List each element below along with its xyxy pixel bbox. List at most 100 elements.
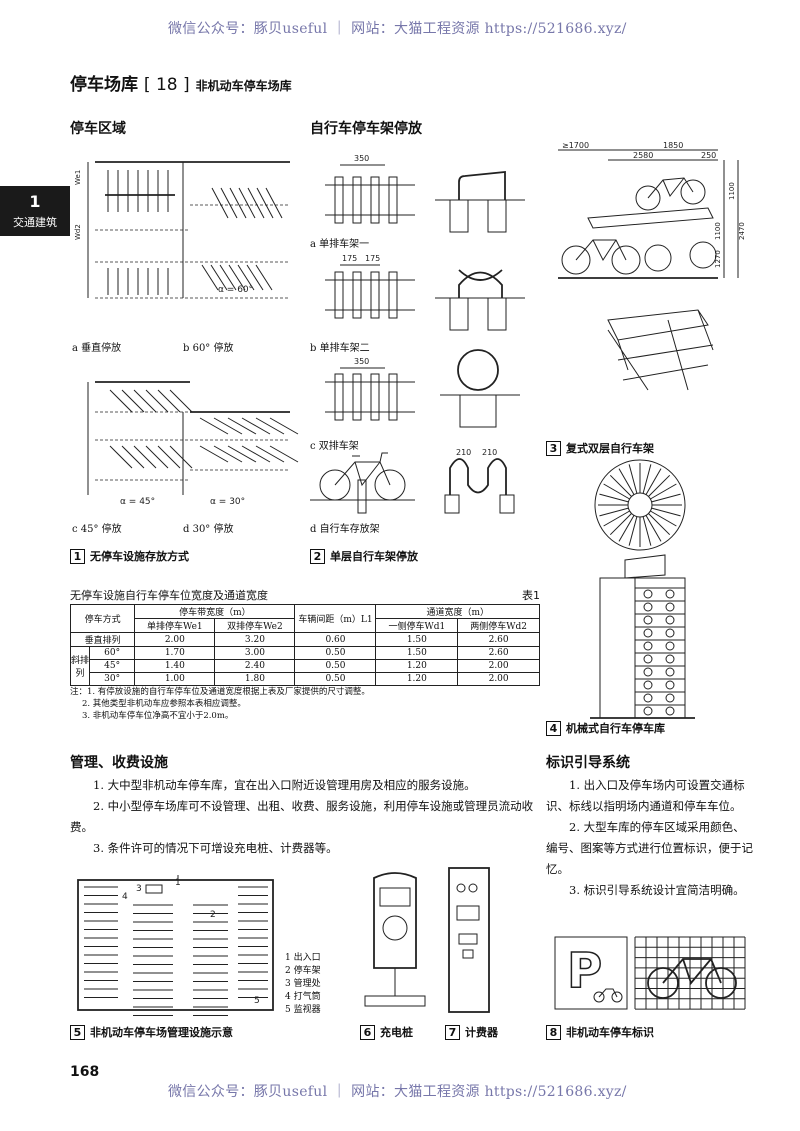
- figure-6-caption: 6 充电桩: [360, 1024, 413, 1040]
- dim-350-b: 350: [354, 357, 369, 366]
- cell-value: 0.50: [294, 646, 377, 660]
- th-side1: 一侧停车Wd1: [375, 618, 459, 633]
- figure-2-caption: 2 单层自行车架停放: [310, 548, 418, 564]
- cell-value: 0.60: [294, 632, 377, 647]
- figure-7-caption: 7 计费器: [445, 1024, 498, 1040]
- figure-6-label: 充电桩: [380, 1026, 413, 1039]
- legend-pump: 4 打气筒: [285, 992, 321, 1002]
- parking-layout-drawings: We1 Wd2 α = 60° α = 45° α = 30°: [74, 161, 299, 507]
- legend-entry: 1 出入口: [285, 953, 321, 963]
- figure-4-label: 机械式自行车停车库: [566, 722, 665, 735]
- figure-2-label: 单层自行车架停放: [330, 550, 418, 563]
- watermark-bottom: 微信公众号：豚贝useful ｜ 网站：大猫工程资源 https://52168…: [168, 1084, 627, 1100]
- signage-item-3: 3. 标识引导系统设计宜简洁明确。: [569, 883, 745, 897]
- dim-210-a: 210: [456, 448, 471, 457]
- legend-parking: 2 停车架: [285, 966, 321, 976]
- chapter-tab: 1 交通建筑: [0, 186, 70, 236]
- angle-45-label: α = 45°: [120, 497, 155, 507]
- cell-value: 3.00: [214, 646, 296, 660]
- angle-30-label: α = 30°: [210, 497, 245, 507]
- figure-1-label: 无停车设施存放方式: [90, 550, 189, 563]
- plan-mark-1: 1: [175, 878, 181, 888]
- management-plan-drawing: 1 2 3 4 5: [77, 875, 274, 1016]
- w-label-wd2: Wd2: [74, 224, 82, 240]
- section-rack: 自行车停车架停放: [310, 121, 422, 137]
- legend-office: 3 管理处: [285, 979, 321, 989]
- angle-45-layout: [87, 381, 190, 495]
- legend-monitor: 5 监视器: [285, 1005, 321, 1015]
- caption-rack-c: c 双排车架: [310, 441, 359, 452]
- cell-value: 2.00: [134, 632, 216, 647]
- cell-value: 1.20: [375, 672, 459, 686]
- plan-mark-5: 5: [254, 996, 260, 1006]
- dim-175-a: 175: [342, 254, 357, 263]
- dim-350-a: 350: [354, 154, 369, 163]
- cell-mode: 60°: [88, 646, 136, 660]
- table-1: 停车方式 停车带宽度（m） 车辆间距（m）L1 通道宽度（m） 单排停车We1 …: [69, 604, 540, 686]
- dim-1700: ≥1700: [562, 141, 589, 150]
- caption-45: c 45° 停放: [72, 524, 122, 535]
- cell-value: 3.20: [214, 632, 296, 647]
- section-management: 管理、收费设施: [70, 755, 168, 771]
- section-signage: 标识引导系统: [546, 755, 630, 771]
- cell-value: 1.00: [134, 672, 216, 686]
- table-note-1: 注：1. 有停放设施的自行车停车位及通道宽度根据上表及厂家提供的尺寸调整。: [70, 687, 370, 697]
- management-item-2: 2. 中小型停车场库可不设管理、出租、收费、服务设施，利用停车设施或管理员流动收…: [70, 799, 534, 834]
- w-label-we1: We1: [74, 170, 82, 185]
- cell-value: 2.00: [457, 672, 540, 686]
- th-aisle: 通道宽度（m）: [375, 604, 540, 619]
- cell-value: 0.50: [294, 672, 377, 686]
- th-spacing: 车辆间距（m）L1: [294, 604, 377, 633]
- figure-2-number: 2: [310, 548, 325, 564]
- dim-2580: 2580: [633, 151, 653, 160]
- figure-7-number: 7: [445, 1024, 460, 1040]
- dim-1100-a: 1100: [728, 182, 736, 200]
- caption-rack-b: b 单排车架二: [310, 343, 370, 354]
- dim-1100-b: 1100: [714, 222, 722, 240]
- cell-value: 1.40: [134, 659, 216, 673]
- management-item-3: 3. 条件许可的情况下可增设充电桩、计费器等。: [93, 841, 338, 855]
- dim-175-b: 175: [365, 254, 380, 263]
- dim-2470: 2470: [738, 222, 746, 240]
- plan-mark-4: 4: [122, 892, 128, 902]
- figure-4-number: 4: [546, 720, 561, 736]
- watermark-top: 微信公众号：豚贝useful ｜ 网站：大猫工程资源 https://52168…: [168, 21, 627, 37]
- th-single: 单排停车We1: [134, 618, 216, 633]
- caption-rack-a: a 单排车架一: [310, 239, 370, 250]
- page-number: 168: [70, 1064, 100, 1080]
- table-1-number: 表1: [522, 589, 540, 602]
- cell-value: 1.50: [375, 632, 459, 647]
- signage-text: 1. 出入口及停车场内可设置交通标识、标线以指明场内通道和停车车位。 2. 大型…: [546, 775, 756, 901]
- section-parking-area: 停车区域: [70, 121, 126, 137]
- table-note-3: 3. 非机动车停车位净高不宜小于2.0m。: [82, 711, 234, 721]
- cell-mode: 垂直排列: [69, 632, 136, 647]
- figure-4-caption: 4 机械式自行车停车库: [546, 720, 665, 736]
- caption-60: b 60° 停放: [183, 343, 234, 354]
- cell-value: 2.60: [457, 646, 540, 660]
- th-double: 双排停车We2: [214, 618, 296, 633]
- vertical-layout: [87, 161, 190, 299]
- dim-250: 250: [701, 151, 716, 160]
- figure-1-caption: 1 无停车设施存放方式: [70, 548, 189, 564]
- double-deck-rack-drawing: ≥1700 1850 2580 250 1100 1100 1270 2470: [558, 141, 746, 391]
- signage-item-2: 2. 大型车库的停车区域采用颜色、编号、图案等方式进行位置标识，便于记忆。: [546, 820, 753, 876]
- title-sub: 非机动车停车场库: [195, 79, 292, 93]
- sign-drawing: P: [554, 936, 746, 1010]
- plan-legend: 1 出入口 2 停车架 3 管理处 4 打气筒 5 监视器: [285, 952, 321, 1017]
- figure-7-label: 计费器: [465, 1026, 498, 1039]
- cell-value: 0.50: [294, 659, 377, 673]
- plan-mark-3: 3: [136, 884, 142, 894]
- cell-value: 1.70: [134, 646, 216, 660]
- chapter-label: 交通建筑: [13, 216, 57, 229]
- cell-mode: 45°: [88, 659, 136, 673]
- page-title: 停车场库 [ 18 ] 非机动车停车场库: [70, 70, 292, 95]
- figure-6-number: 6: [360, 1024, 375, 1040]
- figure-1-number: 1: [70, 548, 85, 564]
- figure-8-number: 8: [546, 1024, 561, 1040]
- cell-value: 1.50: [375, 646, 459, 660]
- plan-mark-2: 2: [210, 910, 216, 920]
- figure-3-label: 复式双层自行车架: [566, 442, 654, 455]
- title-main: 停车场库: [70, 75, 138, 95]
